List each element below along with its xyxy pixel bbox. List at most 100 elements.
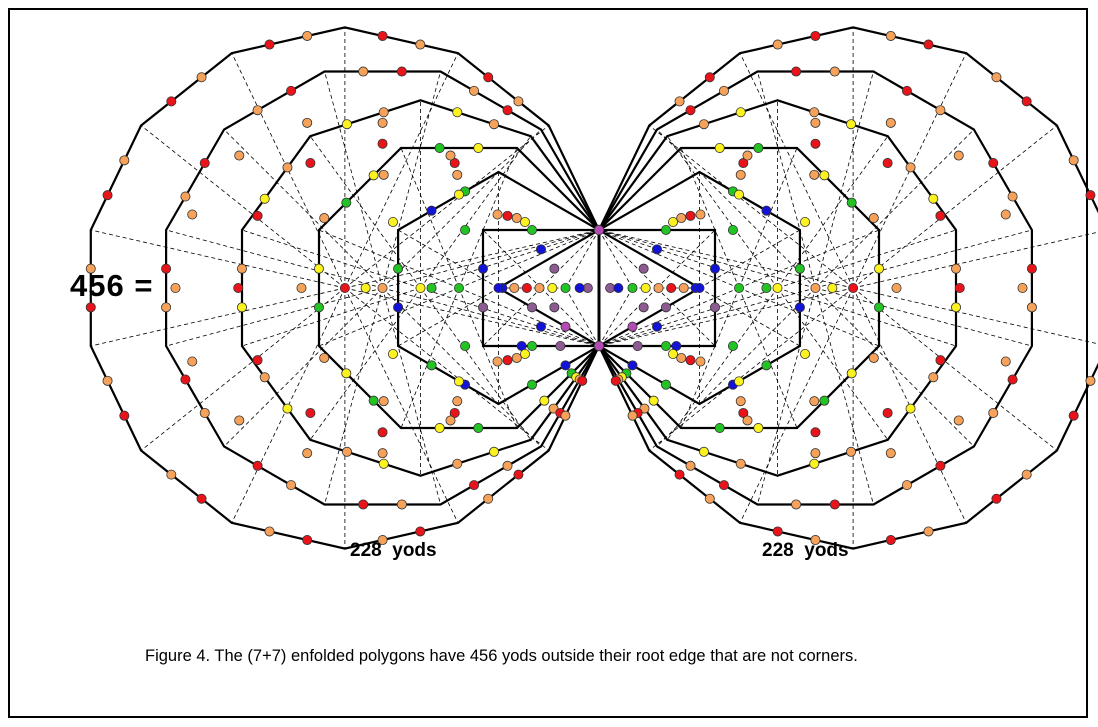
right-tetradecagon-radius bbox=[739, 52, 854, 289]
left-octagon-edge-yod bbox=[473, 423, 484, 434]
left-dodecagon-edge-yod bbox=[469, 85, 480, 96]
left-tetradecagon-sector-yod bbox=[377, 448, 388, 459]
left-hexagon-edge-yod bbox=[560, 360, 571, 371]
right-tetradecagon-radius bbox=[649, 125, 854, 289]
right-tetradecagon-sector-yod bbox=[1017, 282, 1028, 293]
left-tetradecagon-edge-yod bbox=[119, 410, 130, 421]
left-octagon-edge-yod bbox=[434, 423, 445, 434]
right-octagon-sector-yod bbox=[800, 349, 811, 360]
right-tetradecagon-edge-yod bbox=[1085, 375, 1096, 386]
left-decagon-radius bbox=[241, 287, 421, 347]
right-tetradecagon-radius bbox=[853, 231, 1098, 289]
left-tetradecagon-edge-yod bbox=[85, 302, 96, 313]
right-dodecagon-sector-yod bbox=[685, 355, 696, 366]
right-dodecagon-edge-yod bbox=[718, 85, 729, 96]
right-square-sector-yod bbox=[613, 282, 624, 293]
left-tetradecagon-edge-yod bbox=[377, 535, 388, 546]
right-dodecagon-sector-yod bbox=[935, 355, 946, 366]
right-decagon-radius bbox=[666, 135, 778, 289]
left-tetradecagon-edge-yod bbox=[264, 39, 275, 50]
left-octagon-edge-yod bbox=[368, 170, 379, 181]
right-decagon-sector-yod bbox=[868, 352, 879, 363]
left-octagon-sector-yod bbox=[547, 282, 558, 293]
right-decagon-edge-yod bbox=[809, 458, 820, 469]
right-decagon-sector-yod bbox=[809, 169, 820, 180]
right-decagon-radius bbox=[598, 287, 778, 347]
right-decagon-edge-yod bbox=[698, 119, 709, 130]
left-octagon-sector-yod bbox=[387, 349, 398, 360]
right-octagon-radius bbox=[738, 287, 798, 429]
left-dodecagon-sector-yod bbox=[305, 158, 316, 169]
equation-label: 456 = bbox=[70, 268, 154, 303]
right-decagon-sector-yod bbox=[735, 169, 746, 180]
right-dodecagon-edge-yod bbox=[829, 499, 840, 510]
right-tetradecagon-sector-yod bbox=[1000, 209, 1011, 220]
left-dodecagon-edge-yod bbox=[252, 105, 263, 116]
right-octagon-edge-yod bbox=[648, 395, 659, 406]
right-decagon-edge-yod bbox=[735, 107, 746, 118]
right-decagon-edge-yod bbox=[846, 446, 857, 457]
right-dodecagon-radius bbox=[815, 71, 874, 289]
left-tetradecagon-edge-yod bbox=[196, 72, 207, 83]
right-tetradecagon-edge-yod bbox=[610, 375, 621, 386]
right-decagon-edge-yod bbox=[846, 119, 857, 130]
left-decagon-edge-yod bbox=[282, 162, 293, 173]
right-decagon-sector-yod bbox=[809, 396, 820, 407]
left-tetradecagon-radius bbox=[344, 125, 549, 289]
left-octagon-centre-yod bbox=[453, 282, 464, 293]
right-hexagon-sector-yod bbox=[727, 340, 738, 351]
right-tetradecagon-edge-yod bbox=[704, 493, 715, 504]
left-octagon-edge-yod bbox=[539, 395, 550, 406]
right-dodecagon-edge-yod bbox=[685, 460, 696, 471]
left-decagon-sector-yod bbox=[378, 396, 389, 407]
left-tetradecagon-sector-yod bbox=[509, 282, 520, 293]
right-octagon-edge-yod bbox=[753, 423, 764, 434]
left-decagon-sector-yod bbox=[452, 169, 463, 180]
right-tetradecagon-radius bbox=[852, 287, 1058, 451]
right-decagon-radius bbox=[777, 287, 889, 441]
right-tetradecagon-edge-yod bbox=[704, 72, 715, 83]
left-tetradecagon-sector-yod bbox=[302, 448, 313, 459]
right-dodecagon-edge-yod bbox=[935, 460, 946, 471]
right-triangle-sector-yod bbox=[638, 263, 649, 274]
right-tetradecagon-radius bbox=[598, 287, 854, 347]
right-tetradecagon-radius bbox=[598, 229, 854, 289]
left-decagon-radius bbox=[420, 229, 600, 289]
left-decagon-edge-yod bbox=[489, 446, 500, 457]
right-hexagon-edge-yod bbox=[761, 205, 772, 216]
left-tetradecagon-edge-yod bbox=[513, 96, 524, 107]
right-decagon-sector-yod bbox=[735, 396, 746, 407]
left-triangle-sector-yod bbox=[549, 263, 560, 274]
right-octagon-edge-yod bbox=[874, 263, 885, 274]
right-octagon-sector-yod bbox=[734, 189, 745, 200]
left-triangle-edge-yod bbox=[527, 302, 538, 313]
right-square-edge-yod bbox=[710, 302, 721, 313]
left-dodecagon-radius bbox=[382, 229, 600, 289]
right-octagon-radius bbox=[738, 147, 798, 289]
right-dodecagon-outline bbox=[597, 70, 1034, 506]
left-hexagon-edge-yod bbox=[527, 379, 538, 390]
right-tetradecagon-edge-yod bbox=[1068, 410, 1079, 421]
left-tetradecagon-edge-yod bbox=[166, 96, 177, 107]
right-hexagon-edge-yod bbox=[794, 263, 805, 274]
left-decagon-centre-yod bbox=[415, 282, 426, 293]
right-dodecagon-radius bbox=[598, 287, 816, 347]
right-dodecagon-sector-yod bbox=[810, 138, 821, 149]
right-dodecagon-edge-yod bbox=[1007, 191, 1018, 202]
right-decagon-edge-yod bbox=[905, 403, 916, 414]
left-decagon-sector-yod bbox=[511, 352, 522, 363]
right-triangle-sector-yod bbox=[638, 302, 649, 313]
left-yod-count: 228 yods bbox=[350, 540, 437, 561]
left-octagon-radius bbox=[400, 287, 460, 429]
right-hexagon-sector-yod bbox=[660, 224, 671, 235]
right-tetradecagon-edge-yod bbox=[923, 526, 934, 537]
left-dodecagon-edge-yod bbox=[286, 480, 297, 491]
left-octagon-radius bbox=[458, 287, 518, 429]
root-edge-bottom-yod bbox=[593, 340, 605, 352]
left-tetradecagon-edge-yod bbox=[415, 526, 426, 537]
right-tetradecagon-radius bbox=[852, 125, 1058, 289]
right-tetradecagon-radius bbox=[852, 287, 967, 524]
right-decagon-edge-yod bbox=[928, 193, 939, 204]
right-dodecagon-edge-yod bbox=[791, 499, 802, 510]
left-tetradecagon-edge-yod bbox=[483, 72, 494, 83]
